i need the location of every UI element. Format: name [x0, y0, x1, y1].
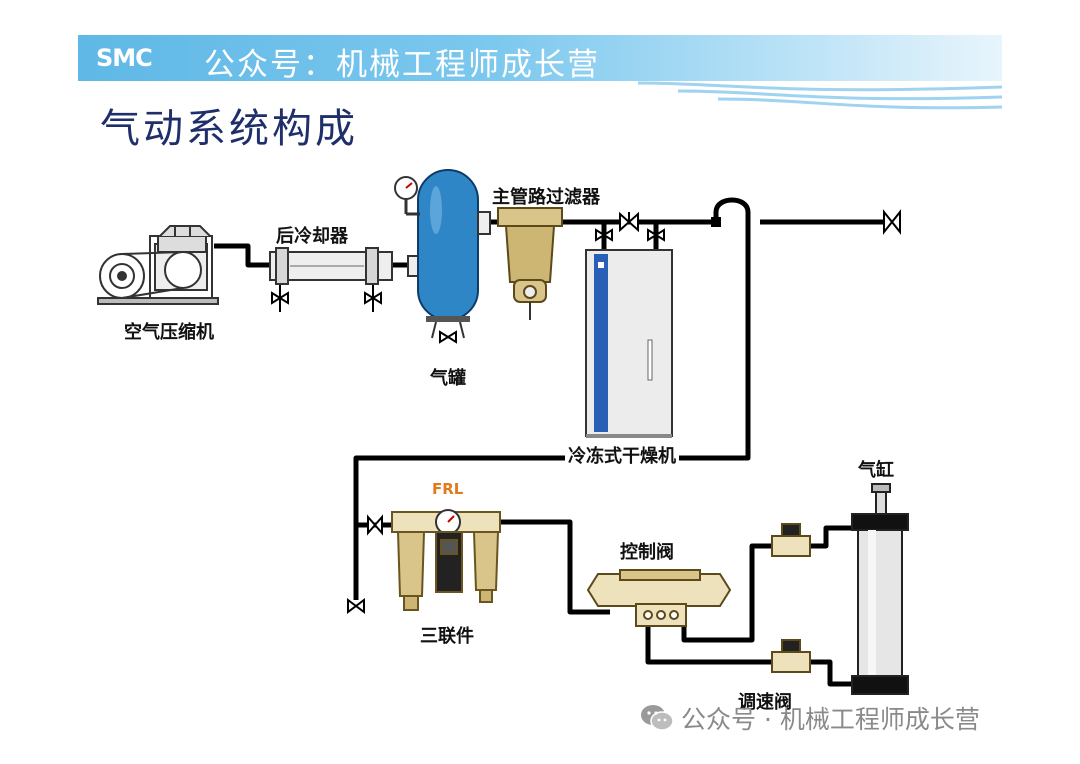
label-compressor: 空气压缩机	[124, 322, 214, 343]
pipe-compressor-aftercooler	[214, 243, 270, 268]
cylinder-graphic	[851, 483, 909, 695]
pipework	[214, 197, 886, 687]
control-valve-graphic	[586, 569, 732, 627]
header-banner	[78, 35, 1002, 81]
line-valve	[595, 209, 901, 242]
label-frl: FRL	[432, 480, 464, 498]
label-frl-unit: 三联件	[420, 626, 474, 647]
wechat-icon	[641, 705, 674, 731]
pipe-frl-valve	[500, 519, 610, 615]
pipe-valve-speed-top	[681, 543, 776, 643]
label-control-valve: 控制阀	[620, 542, 674, 563]
label-aftercooler: 后冷却器	[276, 226, 348, 247]
speed-valve-graphic	[771, 523, 811, 673]
aftercooler-graphic	[269, 247, 393, 285]
frl-unit-graphic	[391, 509, 501, 611]
frl-branch-valve	[347, 514, 383, 614]
pipe-speed-cyl-top	[810, 525, 854, 549]
label-refrigerated-dryer: 冷冻式干燥机	[565, 442, 679, 468]
main-filter-graphic	[497, 207, 563, 320]
header-stripes	[637, 81, 1002, 110]
drain-valve	[271, 285, 382, 312]
pipe-valve-speed-bottom	[645, 625, 776, 665]
compressor-graphic	[97, 225, 219, 305]
pipe-fitting	[711, 217, 721, 227]
label-speed-valve: 调速阀	[738, 692, 792, 713]
label-air-tank: 气罐	[430, 368, 466, 389]
smc-logo: SMC	[96, 44, 153, 72]
header-title: 公众号：机械工程师成长营	[204, 47, 600, 83]
pipe-loop	[353, 197, 751, 600]
refrigerated-dryer-graphic	[585, 249, 673, 438]
label-main-filter: 主管路过滤器	[492, 187, 600, 208]
page-title: 气动系统构成	[100, 106, 358, 152]
watermark-text: 公众号 · 机械工程师成长营	[681, 705, 980, 734]
air-tank-graphic	[394, 169, 491, 344]
pipe-speed-cyl-bottom	[810, 659, 854, 687]
label-cylinder: 气缸	[858, 460, 894, 481]
